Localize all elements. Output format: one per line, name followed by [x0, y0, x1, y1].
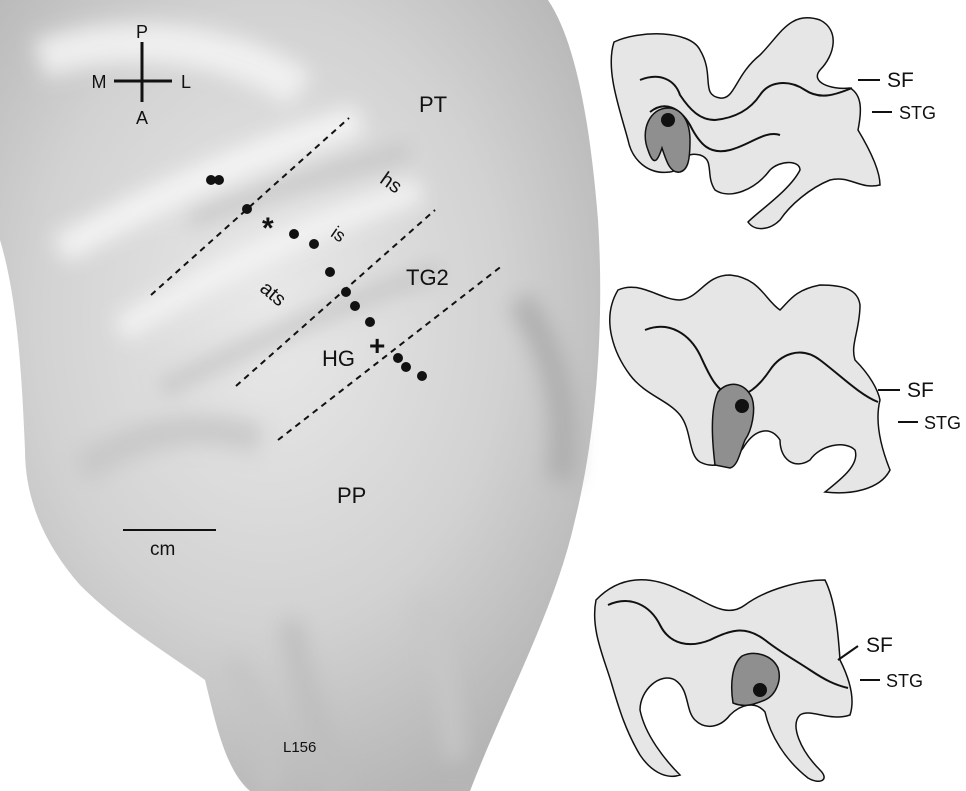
recording-site: [350, 301, 360, 311]
section-3-site-dot: [753, 683, 767, 697]
recording-site: [393, 353, 403, 363]
compass-label-lateral: L: [181, 72, 191, 92]
label-pp: PP: [337, 483, 366, 508]
recording-site: [214, 175, 224, 185]
section-panel-1: SF STG: [611, 18, 936, 229]
compass-label-posterior: P: [136, 22, 148, 42]
section-3-sf-label: SF: [866, 634, 893, 657]
label-specimen: L156: [283, 739, 316, 756]
recording-site: [325, 267, 335, 277]
section-3-tissue: [595, 580, 852, 781]
scale-bar-label: cm: [150, 539, 175, 560]
recording-site: [242, 204, 252, 214]
recording-site: [289, 229, 299, 239]
section-3-stg-label: STG: [886, 671, 923, 691]
section-2-highlight: [712, 384, 753, 468]
section-1-sf-label: SF: [887, 69, 914, 92]
label-hg: HG: [322, 346, 355, 371]
recording-site: [309, 239, 319, 249]
section-1-site-dot: [661, 113, 675, 127]
label-tg2: TG2: [406, 265, 449, 290]
compass-label-medial: M: [92, 72, 107, 92]
section-3-sf-tick: [838, 646, 858, 660]
cross-marker: +: [369, 330, 385, 361]
compass-label-anterior: A: [136, 108, 148, 128]
section-2-site-dot: [735, 399, 749, 413]
section-1-stg-label: STG: [899, 103, 936, 123]
section-2-tissue: [610, 275, 890, 493]
section-panel-3: SF STG: [595, 580, 923, 781]
recording-site: [341, 287, 351, 297]
section-panel-2: SF STG: [610, 275, 961, 493]
recording-site: [401, 362, 411, 372]
section-2-sf-label: SF: [907, 379, 934, 402]
recording-site: [417, 371, 427, 381]
asterisk-marker: *: [262, 212, 274, 245]
section-2-stg-label: STG: [924, 413, 961, 433]
label-pt: PT: [419, 92, 447, 117]
brain-surface: [0, 0, 600, 791]
recording-site: [365, 317, 375, 327]
